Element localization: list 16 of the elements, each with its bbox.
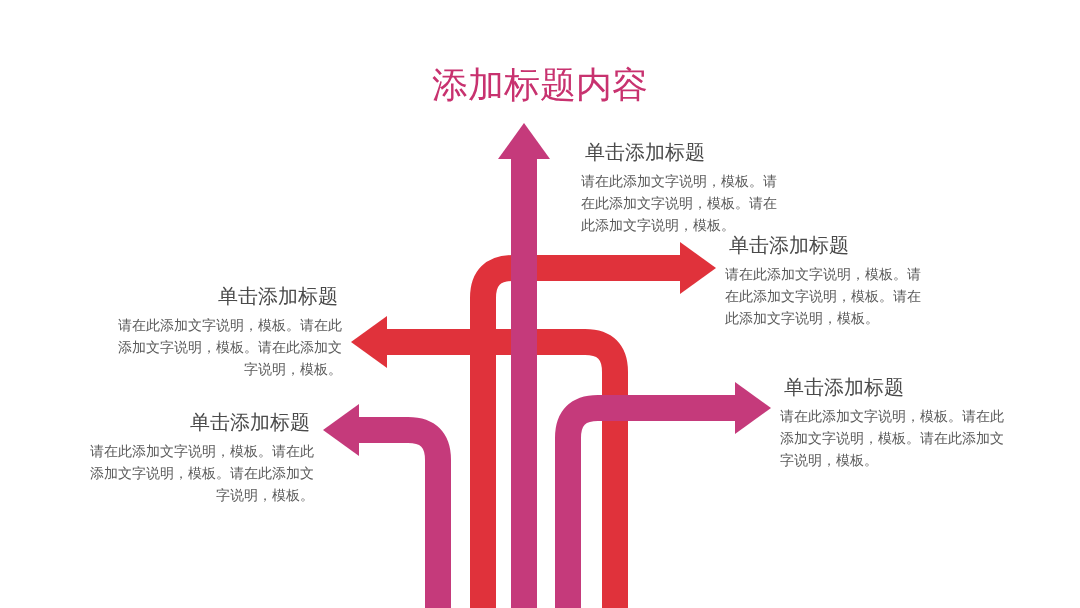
arrow [498, 123, 550, 608]
arrow [351, 316, 628, 608]
description-text: 请在此添加文字说明，模板。请在此添加文字说明，模板。请在此添加文字说明，模板。 [725, 265, 922, 328]
description-text: 请在此添加文字说明，模板。请在此添加文字说明，模板。请在此添加文字说明，模板。 [117, 316, 342, 379]
heading: 单击添加标题 [783, 375, 905, 400]
arrow [323, 404, 451, 608]
description-text: 请在此添加文字说明，模板。请在此添加文字说明，模板。请在此添加文字说明，模板。 [581, 172, 778, 235]
description-text: 请在此添加文字说明，模板。请在此添加文字说明，模板。请在此添加文字说明，模板。 [89, 442, 314, 505]
arrow [555, 382, 771, 608]
heading: 单击添加标题 [728, 233, 850, 258]
title: 添加标题内容 [432, 63, 648, 107]
heading: 单击添加标题 [189, 410, 311, 435]
description-text: 请在此添加文字说明，模板。请在此添加文字说明，模板。请在此添加文字说明，模板。 [780, 407, 1005, 470]
heading: 单击添加标题 [217, 284, 339, 309]
heading: 单击添加标题 [584, 140, 706, 165]
arrow [470, 242, 716, 608]
